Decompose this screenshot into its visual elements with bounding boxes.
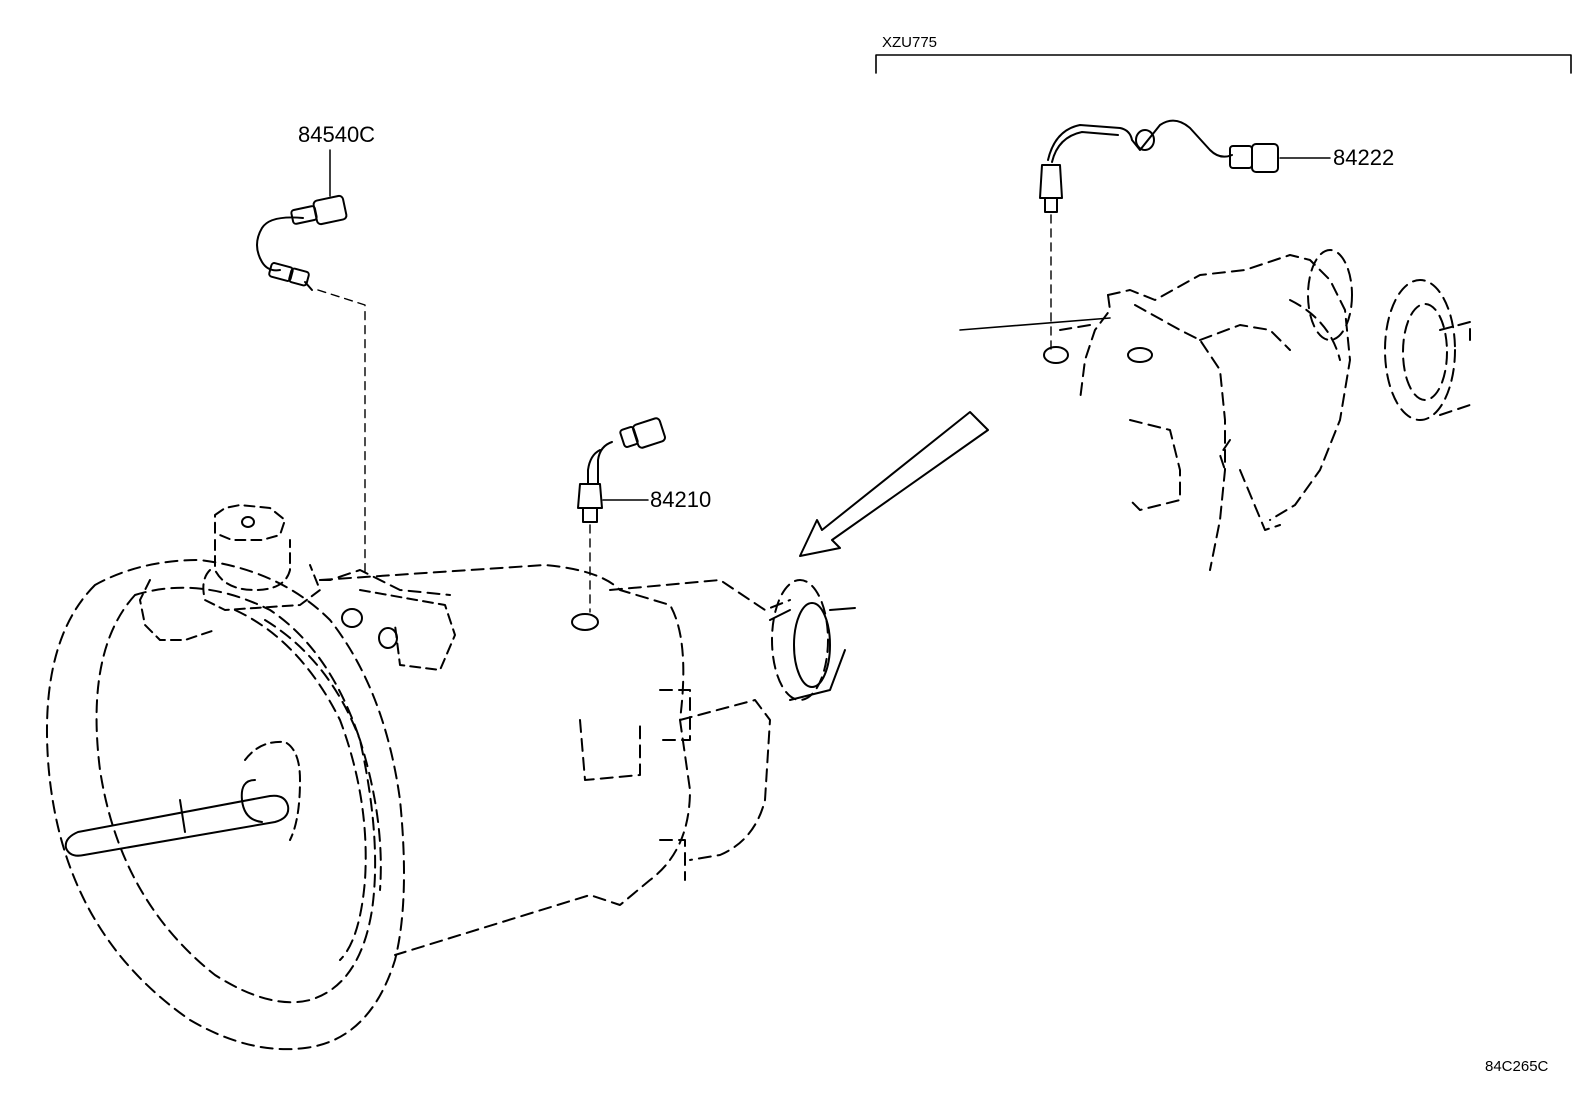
variant-leader-line [959, 317, 1111, 331]
direction-arrow [799, 411, 989, 557]
variant-bracket [875, 54, 1572, 74]
switch-port [571, 613, 599, 631]
transmission-assembly [46, 559, 791, 1051]
diagram-code: 84C265C [1485, 1058, 1549, 1075]
callout-84540c: 84540C [298, 122, 375, 147]
sensor-84540c-leader [317, 289, 366, 576]
variant-switch-port [1127, 347, 1153, 363]
sensor-with-harness-variant [1039, 119, 1279, 213]
back-up-lamp-switch [577, 417, 666, 523]
callout-84222: 84222 [1333, 145, 1394, 170]
shift-tower [139, 504, 456, 671]
speed-sensor-with-harness [256, 194, 348, 291]
input-shaft [64, 740, 301, 857]
transfer-case-assembly [1059, 249, 1471, 571]
callout-leaders [329, 149, 1331, 501]
callout-84210: 84210 [650, 487, 711, 512]
variant-gasket [1043, 346, 1069, 364]
variant-label: XZU775 [882, 34, 937, 51]
output-flange [769, 579, 856, 701]
